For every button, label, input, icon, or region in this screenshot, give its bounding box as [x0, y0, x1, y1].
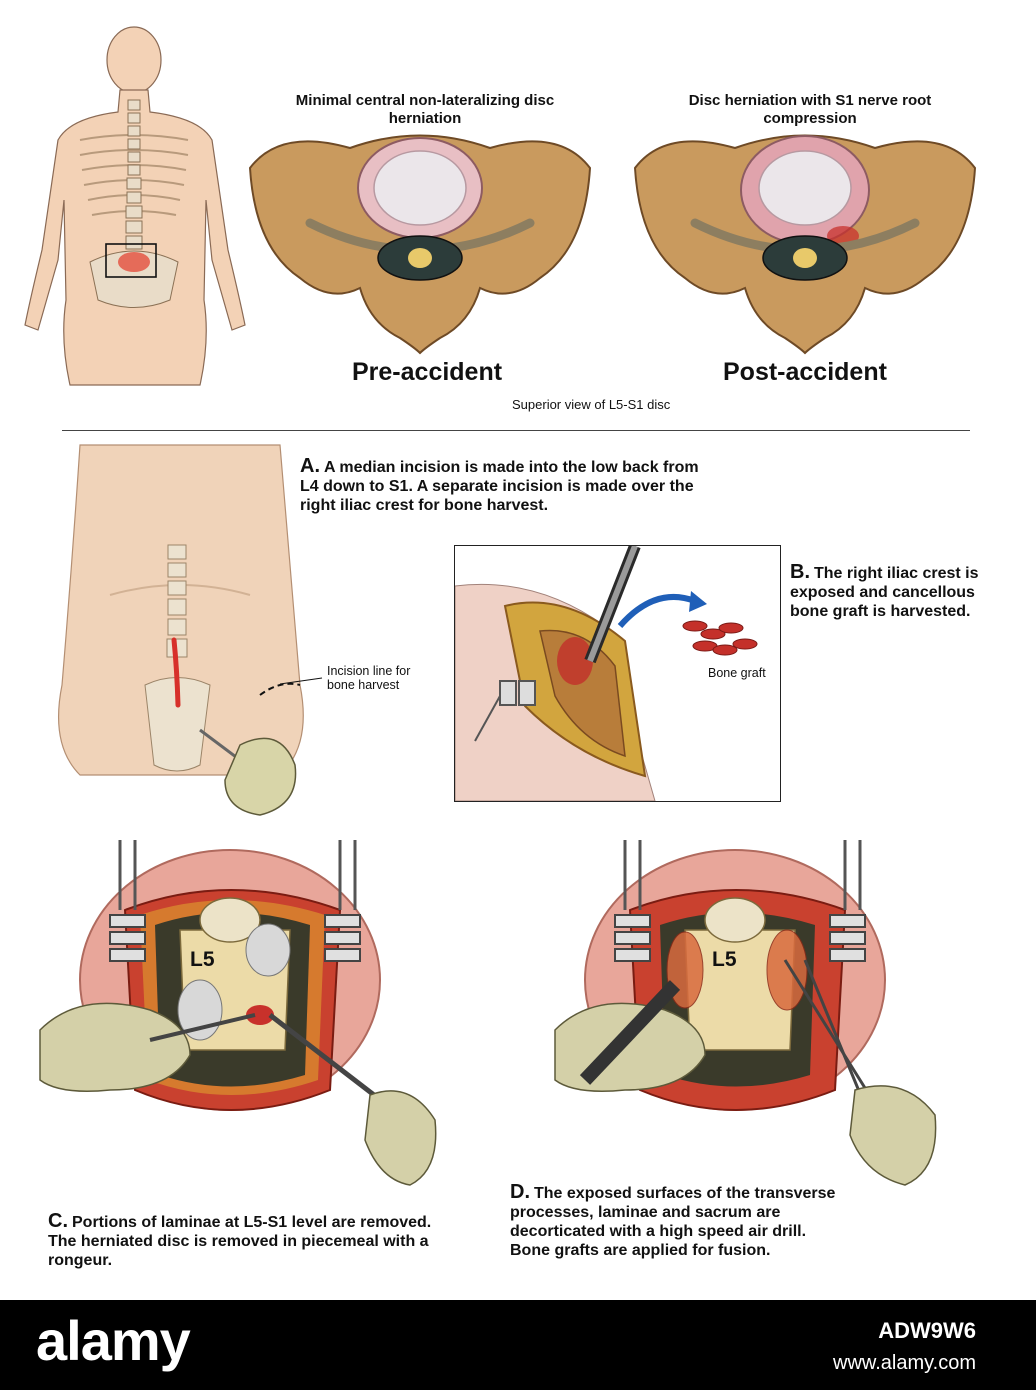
iliac-crest-harvest-illustration — [455, 546, 758, 801]
step-b-description: The right iliac crest is exposed and can… — [790, 565, 979, 620]
step-a-text: A.A median incision is made into the low… — [300, 455, 700, 515]
step-b-text: B.The right iliac crest is exposed and c… — [790, 561, 990, 621]
laminectomy-surgery-illustration — [39, 840, 437, 1186]
step-b-letter: B. — [790, 561, 810, 583]
post-accident-disc-illustration — [633, 134, 977, 355]
bone-graft-callout: Bone graft — [708, 666, 766, 680]
pre-accident-caption: Minimal central non-lateralizing disc he… — [295, 92, 555, 127]
step-c-text: C.Portions of laminae at L5-S1 level are… — [48, 1210, 438, 1270]
step-a-description: A median incision is made into the low b… — [300, 459, 699, 514]
body-figure-spine-illustration — [24, 26, 246, 386]
back-incision-illustration — [57, 444, 304, 816]
step-d-text: D.The exposed surfaces of the transverse… — [510, 1181, 840, 1260]
watermark-footer-bar — [0, 1300, 1036, 1390]
spinal-fusion-surgery-illustration — [554, 840, 937, 1186]
step-a-letter: A. — [300, 455, 320, 477]
view-caption: Superior view of L5-S1 disc — [512, 397, 671, 412]
post-accident-caption: Disc herniation with S1 nerve root compr… — [688, 92, 932, 127]
step-c-vertebra-label: L5 — [190, 948, 215, 971]
section-divider — [62, 430, 970, 431]
step-d-letter: D. — [510, 1181, 530, 1203]
site-url-label: www.alamy.com — [833, 1352, 976, 1374]
iliac-crest-inset: Bone graft — [454, 545, 781, 802]
alamy-logo: alamy — [36, 1309, 191, 1372]
post-accident-label: Post-accident — [723, 358, 887, 386]
step-c-letter: C. — [48, 1210, 68, 1232]
incision-callout-line — [279, 677, 323, 685]
incision-line-callout: Incision line for bone harvest — [327, 664, 411, 692]
pre-accident-label: Pre-accident — [352, 358, 503, 386]
image-id-label: ADW9W6 — [878, 1318, 976, 1343]
step-d-description: The exposed surfaces of the transverse p… — [510, 1185, 836, 1259]
step-d-vertebra-label: L5 — [712, 948, 737, 971]
pre-accident-disc-illustration — [248, 134, 592, 355]
step-c-description: Portions of laminae at L5-S1 level are r… — [48, 1214, 432, 1269]
